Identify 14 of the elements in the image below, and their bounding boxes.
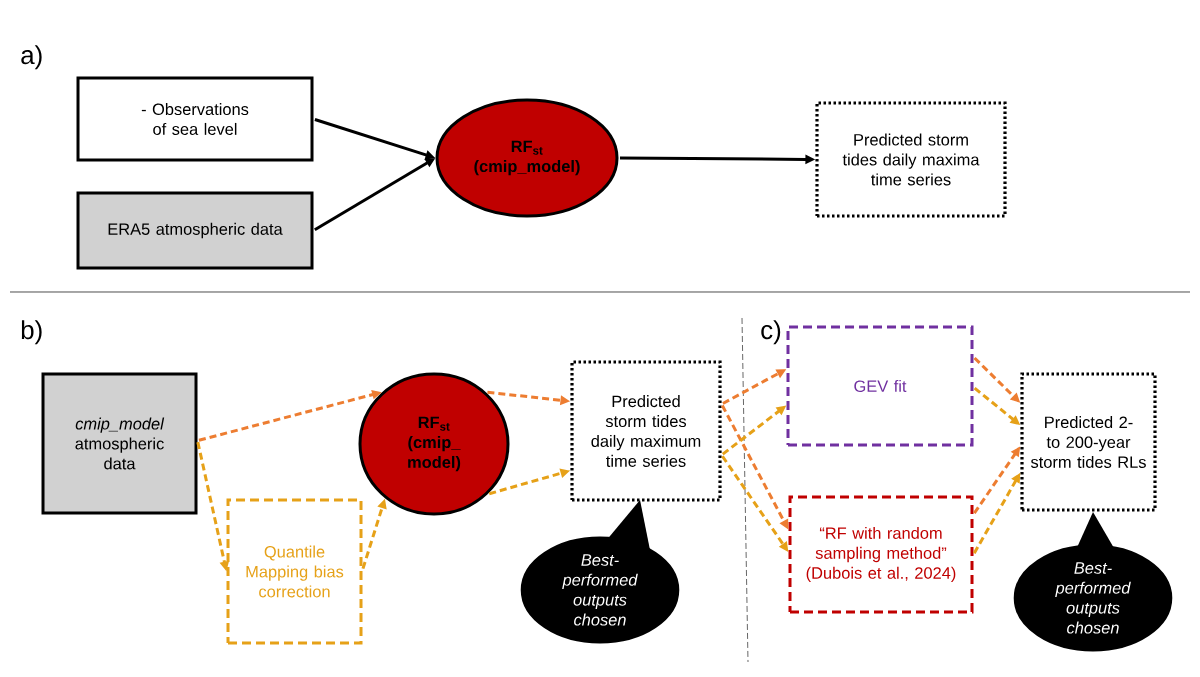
panel-label: c) xyxy=(761,320,781,345)
callout-bubble: Best-performed outputs chosen xyxy=(1013,512,1173,652)
process-box: Quantile Mapping bias correction xyxy=(226,498,363,645)
panel-label: a) xyxy=(21,45,42,70)
output-box: Predicted storm tides daily maximum time series xyxy=(570,360,722,502)
callout-bubble: Best-performed outputs chosen xyxy=(520,500,680,644)
input-box: ERA5 atmospheric data xyxy=(76,191,314,270)
output-box: Predicted storm tides daily maxima time series xyxy=(815,101,1007,218)
output-box: Predicted 2- to 200-year storm tides RLs xyxy=(1020,372,1157,512)
panel-label: b) xyxy=(21,320,42,345)
process-box: “RF with random sampling method” (Dubois et al., 2024) xyxy=(788,495,974,614)
process-box: GEV fit xyxy=(786,325,974,447)
input-box: - Observations of sea level xyxy=(76,76,314,162)
input-box: cmip_model atmospheric data xyxy=(41,372,198,515)
